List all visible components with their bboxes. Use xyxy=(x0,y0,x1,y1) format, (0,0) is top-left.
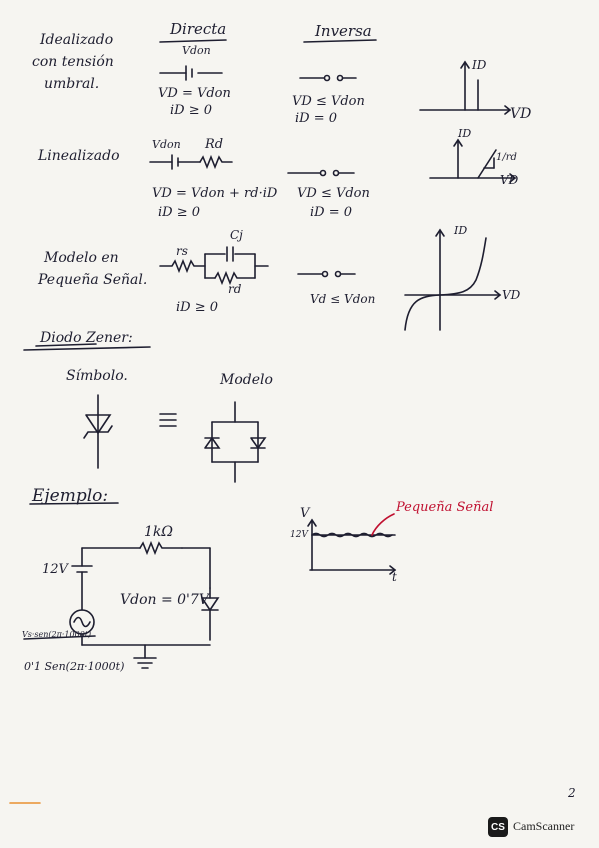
ejemplo-title: Ejemplo: xyxy=(32,486,109,506)
directa-header: Directa xyxy=(170,20,227,38)
small-signal-circuit xyxy=(159,246,269,286)
small-signal-graph-x-label: VD xyxy=(502,288,521,302)
directa-equation-2: iD ≥ 0 xyxy=(170,103,213,118)
ejemplo-underline xyxy=(29,502,119,505)
linealizado-equation-2: iD ≥ 0 xyxy=(158,205,201,220)
pequena-senal-label-line1: Modelo en xyxy=(44,250,119,266)
camscanner-logo: CS xyxy=(488,817,508,837)
inversa-equation-2: iD = 0 xyxy=(295,111,338,126)
zener-model-circuit xyxy=(204,401,267,483)
small-signal-cj-label: Cj xyxy=(230,228,243,242)
small-signal-graph-y-label: ID xyxy=(454,224,468,237)
zener-divider xyxy=(23,346,151,351)
linealizado-inv-equation-1: VD ≤ Vdon xyxy=(297,186,370,201)
example-source-crossed-out: Vs·sen(2π·1000t) xyxy=(22,630,92,639)
pequena-senal-label-line2: Pequeña Señal. xyxy=(38,272,148,288)
small-signal-inv-equation: Vd ≤ Vdon xyxy=(310,292,376,306)
idealizado-label-line1: Idealizado xyxy=(40,32,114,48)
directa-vdon-label: Vdon xyxy=(182,44,211,57)
small-signal-open-circuit xyxy=(297,270,356,278)
linealizado-graph-x-label: VD xyxy=(500,173,519,187)
directa-underline xyxy=(159,39,227,43)
linealizado-label: Linealizado xyxy=(38,148,120,164)
directa-equation-1: VD = Vdon xyxy=(158,86,231,101)
linealized-open-circuit xyxy=(287,169,355,177)
zener-simbolo-label: Símbolo. xyxy=(66,368,128,384)
inversa-underline xyxy=(303,39,377,43)
camscanner-brand: CamScanner xyxy=(513,819,575,833)
inversa-equation-1: VD ≤ Vdon xyxy=(292,94,365,109)
ideal-diode-directa-symbol xyxy=(159,65,223,81)
linealizado-vdon-label: Vdon xyxy=(152,138,181,151)
example-vdon-label: Vdon = 0'7V xyxy=(120,592,209,608)
example-graph-y-label: V xyxy=(300,506,310,521)
example-resistor-label: 1kΩ xyxy=(144,524,173,540)
idealizado-label-line3: umbral. xyxy=(44,76,100,92)
inversa-header: Inversa xyxy=(315,22,372,40)
zener-diode-symbol xyxy=(83,394,113,469)
small-signal-rd-label: rd xyxy=(228,282,242,296)
pequena-senal-annotation: Pequeña Señal xyxy=(396,500,494,515)
linealized-diode-symbol xyxy=(149,154,233,170)
equivalence-sign xyxy=(159,413,177,427)
example-source-label: 0'1 Sen(2π·1000t) xyxy=(24,660,125,673)
example-graph-tick-12v: 12V xyxy=(290,530,308,540)
linealizado-slope-label: 1/rd xyxy=(496,152,517,163)
idealizado-label-line2: con tensión xyxy=(32,54,114,70)
inversa-open-circuit-1 xyxy=(299,74,357,82)
linealizado-rd-label: Rd xyxy=(205,137,224,152)
example-battery-label: 12V xyxy=(42,562,68,577)
ideal-graph-y-label: ID xyxy=(472,58,487,72)
example-vt-graph xyxy=(307,518,397,575)
ideal-graph-x-label: VD xyxy=(510,106,532,122)
linealized-iv-graph xyxy=(429,138,517,183)
small-signal-iv-graph xyxy=(404,228,502,331)
page-number: 2 xyxy=(568,786,576,800)
small-signal-equation: iD ≥ 0 xyxy=(176,300,219,315)
zener-title: Diodo Zener: xyxy=(40,330,133,346)
zener-title-underline xyxy=(35,343,97,347)
ideal-iv-graph xyxy=(419,60,512,115)
linealizado-graph-y-label: ID xyxy=(458,127,472,140)
zener-modelo-label: Modelo xyxy=(220,372,273,388)
linealizado-equation-1: VD = Vdon + rd·iD xyxy=(152,186,278,201)
small-signal-rs-label: rs xyxy=(176,244,188,258)
example-graph-x-label: t xyxy=(392,570,397,584)
example-circuit xyxy=(69,540,220,669)
crossed-out-source-strike xyxy=(23,635,96,640)
annotation-arrow xyxy=(371,513,395,536)
linealizado-inv-equation-2: iD = 0 xyxy=(310,205,353,220)
